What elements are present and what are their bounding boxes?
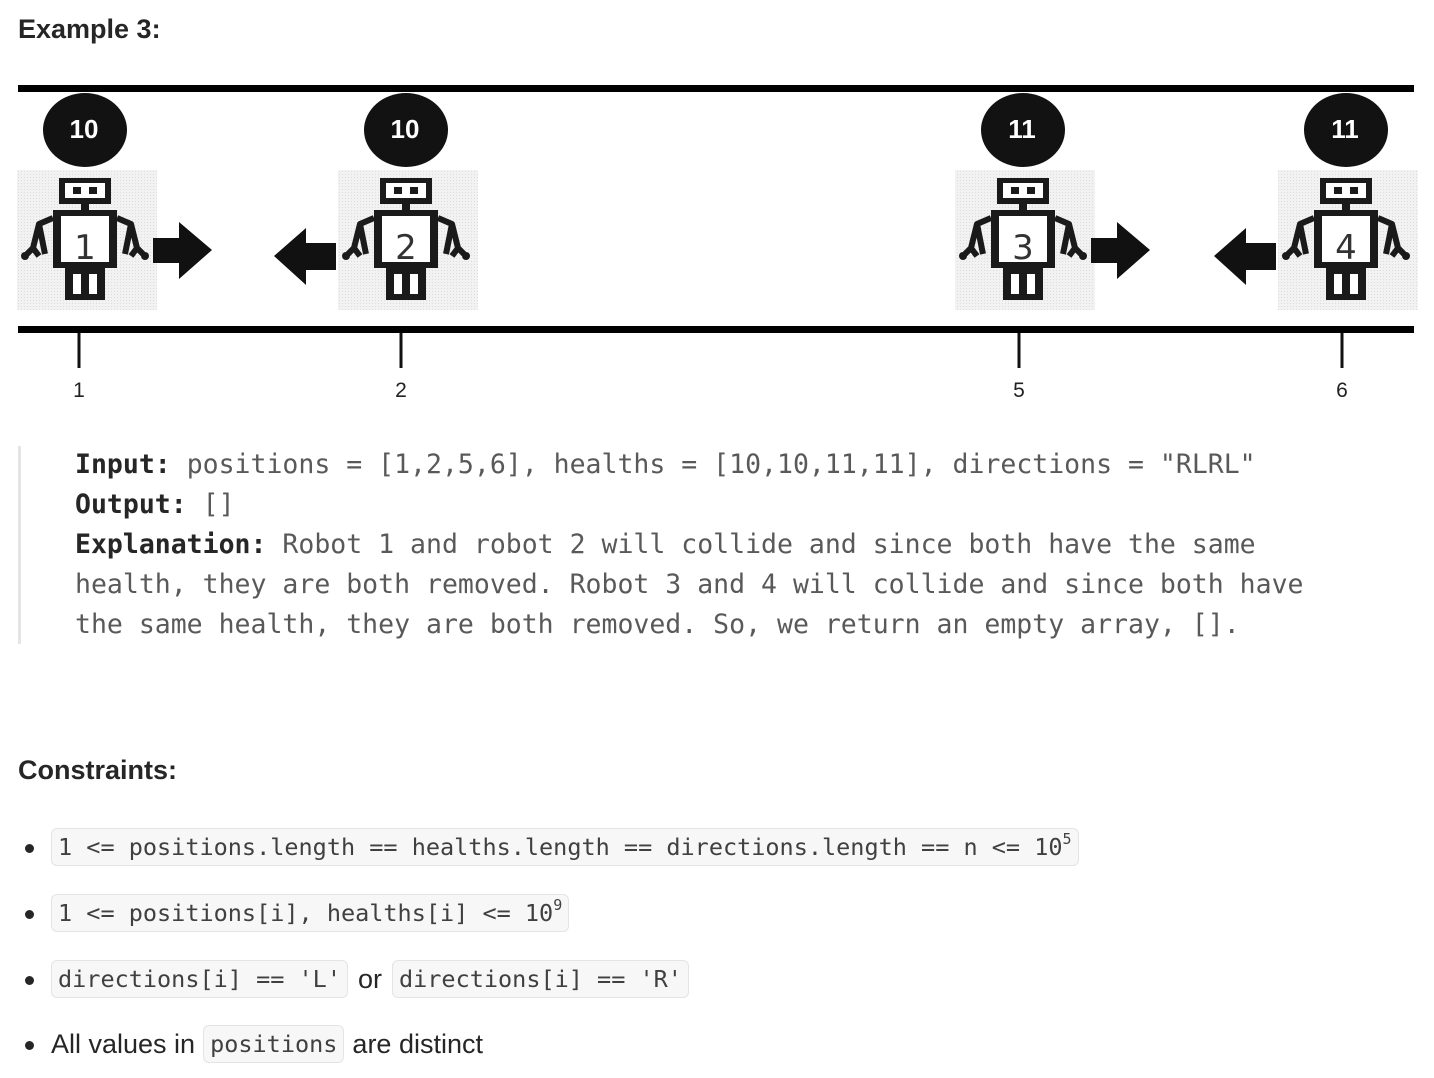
robot-number: 1 xyxy=(74,228,96,268)
robot-collision-diagram: 1 10 1 2 10 2 3 11 5 4 11 6 xyxy=(17,85,1418,402)
explanation-line-3: the same health, they are both removed. … xyxy=(75,609,1240,640)
track-top-line xyxy=(18,85,1414,92)
constraint-content: directions[i] == 'L' or directions[i] ==… xyxy=(51,960,689,998)
right-arrow-icon xyxy=(153,222,212,279)
exponent: 5 xyxy=(1062,830,1072,848)
constraint-code: positions xyxy=(203,1025,345,1063)
health-badge xyxy=(43,93,127,167)
explanation-text-1: Robot 1 and robot 2 will collide and sin… xyxy=(266,529,1256,560)
health-badge xyxy=(1304,93,1388,167)
robot-4: 4 11 6 xyxy=(1214,93,1418,402)
health-value: 10 xyxy=(391,114,420,144)
exponent: 9 xyxy=(553,896,563,914)
explanation-line-1: Explanation: Robot 1 and robot 2 will co… xyxy=(75,525,1256,565)
input-label: Input: xyxy=(75,449,171,480)
robot-3: 3 11 5 xyxy=(955,93,1150,402)
health-badge xyxy=(364,93,448,167)
position-label: 1 xyxy=(73,379,85,402)
constraint-text: are distinct xyxy=(352,1028,483,1059)
robot-1: 1 10 1 xyxy=(17,93,212,402)
example-block: Input: positions = [1,2,5,6], healths = … xyxy=(18,446,1411,644)
robot-number: 4 xyxy=(1335,228,1357,268)
example-heading: Example 3: xyxy=(18,14,161,44)
constraint-code: 1 <= positions.length == healths.length … xyxy=(51,828,1079,866)
robot-number: 3 xyxy=(1012,228,1034,268)
bullet-icon xyxy=(25,910,34,919)
constraints-heading: Constraints: xyxy=(18,755,178,785)
position-label: 2 xyxy=(395,379,407,402)
constraint-code: directions[i] == 'L' xyxy=(51,960,348,998)
health-value: 11 xyxy=(1331,114,1359,144)
output-label: Output: xyxy=(75,489,187,520)
position-tick xyxy=(399,333,403,368)
code-text: 1 <= positions[i], healths[i] <= 10 xyxy=(58,899,554,927)
constraint-code: 1 <= positions[i], healths[i] <= 109 xyxy=(51,894,570,932)
diagram-track xyxy=(18,85,1414,333)
right-arrow-icon xyxy=(1091,222,1150,279)
bullet-icon xyxy=(25,976,34,985)
explanation-line-2: health, they are both removed. Robot 3 a… xyxy=(75,569,1304,600)
output-value: [] xyxy=(186,489,235,520)
position-tick xyxy=(1340,333,1344,368)
health-value: 10 xyxy=(70,114,99,144)
health-value: 11 xyxy=(1008,114,1036,144)
left-arrow-icon xyxy=(274,228,336,285)
or-text: or xyxy=(357,963,382,994)
robot-number: 2 xyxy=(395,228,417,268)
position-label: 5 xyxy=(1013,379,1025,402)
constraint-content: 1 <= positions.length == healths.length … xyxy=(51,828,1079,866)
left-arrow-icon xyxy=(1214,228,1276,285)
bullet-icon xyxy=(25,844,34,853)
bullet-icon xyxy=(25,1041,34,1050)
position-tick xyxy=(1017,333,1021,368)
constraint-text: All values in xyxy=(51,1028,196,1059)
input-value: positions = [1,2,5,6], healths = [10,10,… xyxy=(170,449,1256,480)
track-bottom-line xyxy=(18,326,1414,333)
input-line: Input: positions = [1,2,5,6], healths = … xyxy=(75,445,1256,485)
explanation-label: Explanation: xyxy=(75,529,267,560)
constraint-content: All values in positions are distinct xyxy=(51,1025,483,1063)
health-badge xyxy=(981,93,1065,167)
output-line: Output: [] xyxy=(75,485,235,525)
constraint-code: directions[i] == 'R' xyxy=(391,960,689,998)
position-tick xyxy=(77,333,81,368)
code-text: 1 <= positions.length == healths.length … xyxy=(58,833,1063,861)
position-label: 6 xyxy=(1336,379,1348,402)
constraint-content: 1 <= positions[i], healths[i] <= 109 xyxy=(51,894,570,932)
robot-2: 2 10 2 xyxy=(274,93,478,402)
